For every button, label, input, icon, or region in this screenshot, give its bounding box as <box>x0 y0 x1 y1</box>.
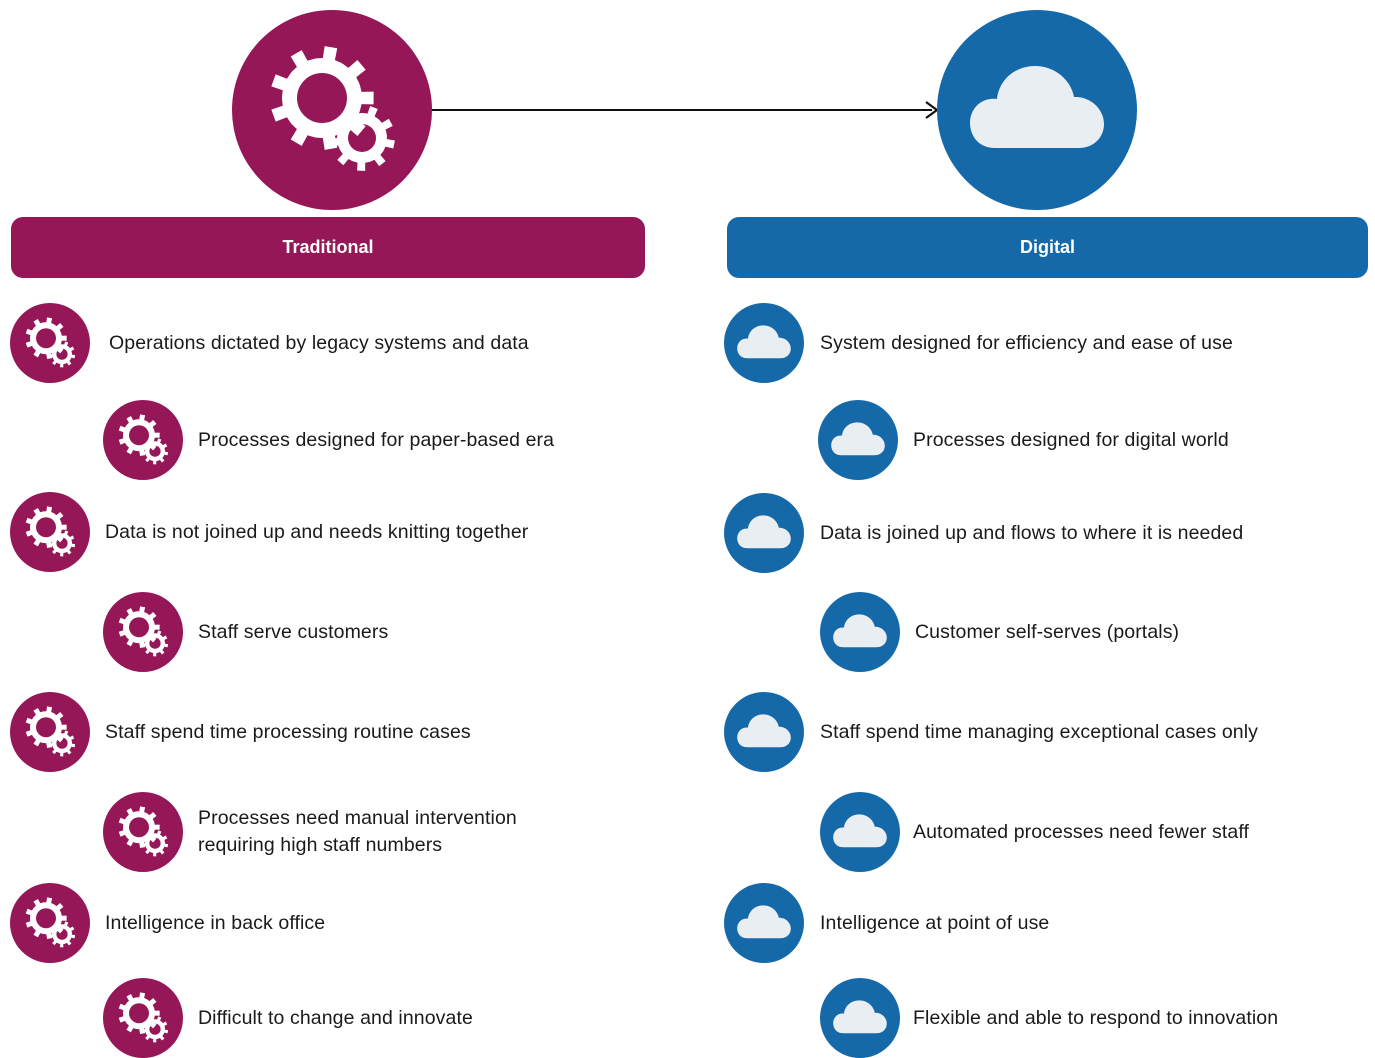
digital-item-text: Automated processes need fewer staff <box>913 820 1250 843</box>
cloud-icon <box>818 400 898 480</box>
cloud-icon <box>820 592 900 672</box>
digital-big-circle <box>937 10 1137 210</box>
digital-item-text: System designed for efficiency and ease … <box>820 331 1233 354</box>
gears-icon <box>103 400 183 480</box>
gears-icon <box>10 692 90 772</box>
cloud-icon <box>820 792 900 872</box>
digital-title: Digital <box>1019 237 1075 257</box>
traditional-item: Processes need manual intervention requi… <box>103 792 517 872</box>
traditional-item-text: Staff spend time processing routine case… <box>105 720 471 743</box>
traditional-item-text: Difficult to change and innovate <box>198 1006 473 1029</box>
digital-item: Staff spend time managing exceptional ca… <box>724 692 1258 772</box>
traditional-big-circle <box>232 10 432 210</box>
traditional-item: Staff spend time processing routine case… <box>10 692 471 772</box>
digital-item: System designed for efficiency and ease … <box>724 303 1233 383</box>
traditional-item: Difficult to change and innovate <box>103 978 473 1058</box>
digital-item: Flexible and able to respond to innovati… <box>820 978 1278 1058</box>
digital-item: Intelligence at point of use <box>724 883 1049 963</box>
digital-item: Customer self-serves (portals) <box>820 592 1179 672</box>
traditional-item-text: Processes need manual intervention requi… <box>198 807 517 856</box>
traditional-item: Intelligence in back office <box>10 883 325 963</box>
traditional-item: Operations dictated by legacy systems an… <box>10 303 529 383</box>
traditional-item-text: Processes designed for paper-based era <box>198 428 555 451</box>
traditional-item-text: Staff serve customers <box>198 620 389 643</box>
traditional-item: Staff serve customers <box>103 592 388 672</box>
cloud-icon <box>724 883 804 963</box>
cloud-icon <box>724 303 804 383</box>
gears-icon <box>103 978 183 1058</box>
traditional-header: Traditional <box>11 217 645 278</box>
digital-item: Data is joined up and flows to where it … <box>724 493 1243 573</box>
traditional-item: Data is not joined up and needs knitting… <box>10 492 528 572</box>
cloud-icon <box>724 692 804 772</box>
gears-icon <box>10 883 90 963</box>
traditional-item: Processes designed for paper-based era <box>103 400 554 480</box>
transition-arrow-line <box>432 109 932 111</box>
digital-item-text: Data is joined up and flows to where it … <box>820 521 1244 544</box>
gears-icon <box>103 592 183 672</box>
digital-header: Digital <box>727 217 1368 278</box>
cloud-icon <box>820 978 900 1058</box>
gears-icon <box>10 303 90 383</box>
gears-icon <box>271 46 395 171</box>
traditional-item-text: Data is not joined up and needs knitting… <box>105 520 529 543</box>
digital-item-text: Flexible and able to respond to innovati… <box>913 1006 1279 1029</box>
cloud-icon <box>724 493 804 573</box>
digital-item-text: Processes designed for digital world <box>913 428 1229 451</box>
gears-icon <box>103 792 183 872</box>
digital-item-text: Staff spend time managing exceptional ca… <box>820 720 1259 743</box>
digital-item-text: Intelligence at point of use <box>820 911 1050 934</box>
digital-item-text: Customer self-serves (portals) <box>915 620 1180 643</box>
traditional-title: Traditional <box>282 237 374 257</box>
digital-item: Processes designed for digital world <box>818 400 1229 480</box>
cloud-icon <box>970 66 1104 148</box>
traditional-item-text: Intelligence in back office <box>105 911 326 934</box>
gears-icon <box>10 492 90 572</box>
digital-item: Automated processes need fewer staff <box>820 792 1249 872</box>
traditional-item-text: Operations dictated by legacy systems an… <box>109 331 529 354</box>
